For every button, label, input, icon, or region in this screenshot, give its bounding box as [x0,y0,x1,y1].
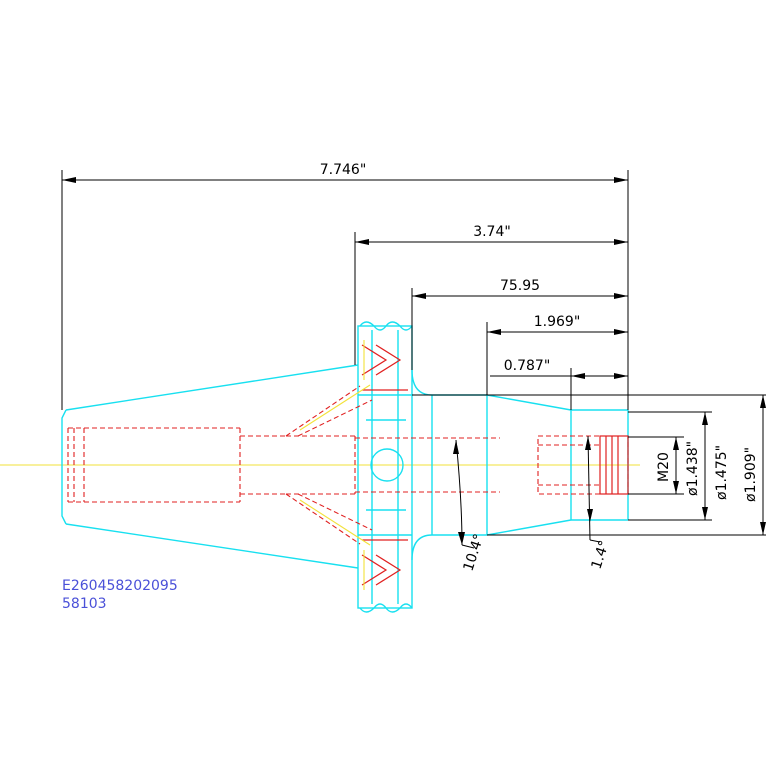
nose-diameter-label: ø1.475" [714,445,730,500]
overall-length-label: 7.746" [320,162,367,178]
thread-label: M20 [656,452,672,482]
flange-to-end-label: 3.74" [473,224,511,240]
part-outline [61,321,629,613]
shank-length-label: 1.969" [534,314,581,330]
dimension-lines [61,170,766,549]
hidden-bore [67,344,629,586]
construction-lines [299,340,371,590]
part-number-line1: E260458202095 [62,578,178,594]
shank-angle-label: 10.4° [461,532,488,573]
collar-to-end-label: 75.95 [500,278,540,294]
nose-angle-label: 1.4° [589,538,613,571]
shank-diameter-label: ø1.909" [743,447,759,502]
bore-diameter-label: ø1.438" [685,441,701,496]
part-number-line2: 58103 [62,596,107,612]
nose-length-label: 0.787" [504,358,551,374]
